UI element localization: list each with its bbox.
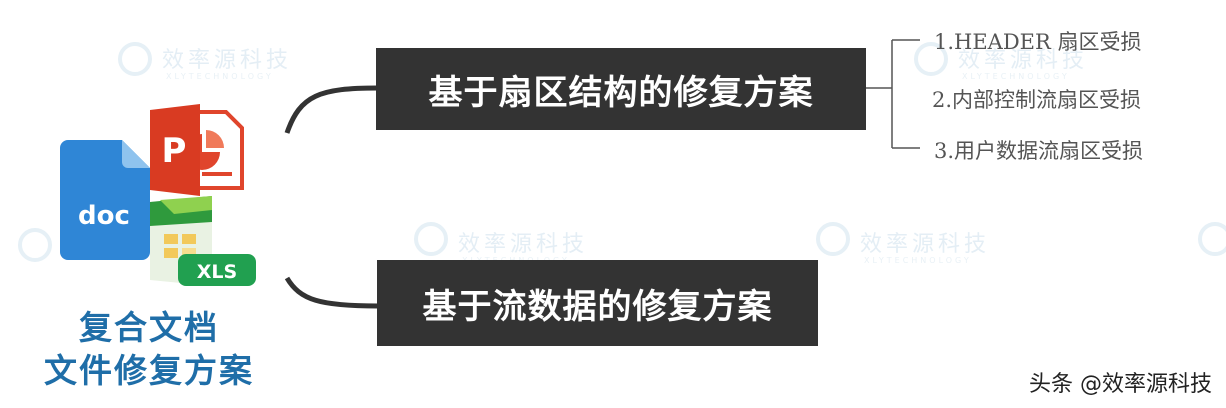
source-credit: 头条 @效率源科技 <box>1029 372 1212 397</box>
watermark-subtext: XLYTECHNOLOGY <box>864 256 972 265</box>
watermark-logo-icon <box>1198 222 1226 256</box>
word-doc-icon: doc <box>60 140 152 264</box>
watermark-text: 效率源科技 <box>162 48 293 73</box>
excel-icon: XLS <box>150 196 258 296</box>
xls-label: XLS <box>197 261 237 283</box>
leaf-header-sector: 1.HEADER 扇区受损 <box>934 30 1142 54</box>
watermark-logo-icon <box>118 42 152 76</box>
watermark-subtext: XLYTECHNOLOGY <box>166 72 274 81</box>
branch-sector-structure: 基于扇区结构的修复方案 <box>376 48 866 130</box>
watermark-logo-icon <box>914 42 948 76</box>
watermark-text: 效率源科技 <box>860 232 991 257</box>
watermark-text: 效率源科技 <box>458 232 589 257</box>
watermark-logo-icon <box>18 228 52 262</box>
watermark-logo-icon <box>816 222 850 256</box>
watermark-text: 效率源科技 <box>958 48 1089 73</box>
watermark-subtext: XLYTECHNOLOGY <box>962 72 1070 81</box>
ppt-letter: P <box>162 131 187 171</box>
connector-to-branch-2 <box>284 276 379 309</box>
branch-stream-data: 基于流数据的修复方案 <box>377 260 818 346</box>
root-title-line2: 文件修复方案 <box>44 351 254 390</box>
leaf-user-data-stream: 3.用户数据流扇区受损 <box>934 139 1144 163</box>
connector-to-branch-1 <box>284 85 379 134</box>
root-title: 复合文档 文件修复方案 <box>14 306 284 392</box>
doc-label: doc <box>78 201 130 231</box>
leaf-internal-control-stream: 2.内部控制流扇区受损 <box>932 88 1142 112</box>
watermark-logo-icon <box>414 222 448 256</box>
bracket-line <box>866 39 920 149</box>
root-title-line1: 复合文档 <box>79 308 219 347</box>
powerpoint-icon: P <box>150 104 246 200</box>
